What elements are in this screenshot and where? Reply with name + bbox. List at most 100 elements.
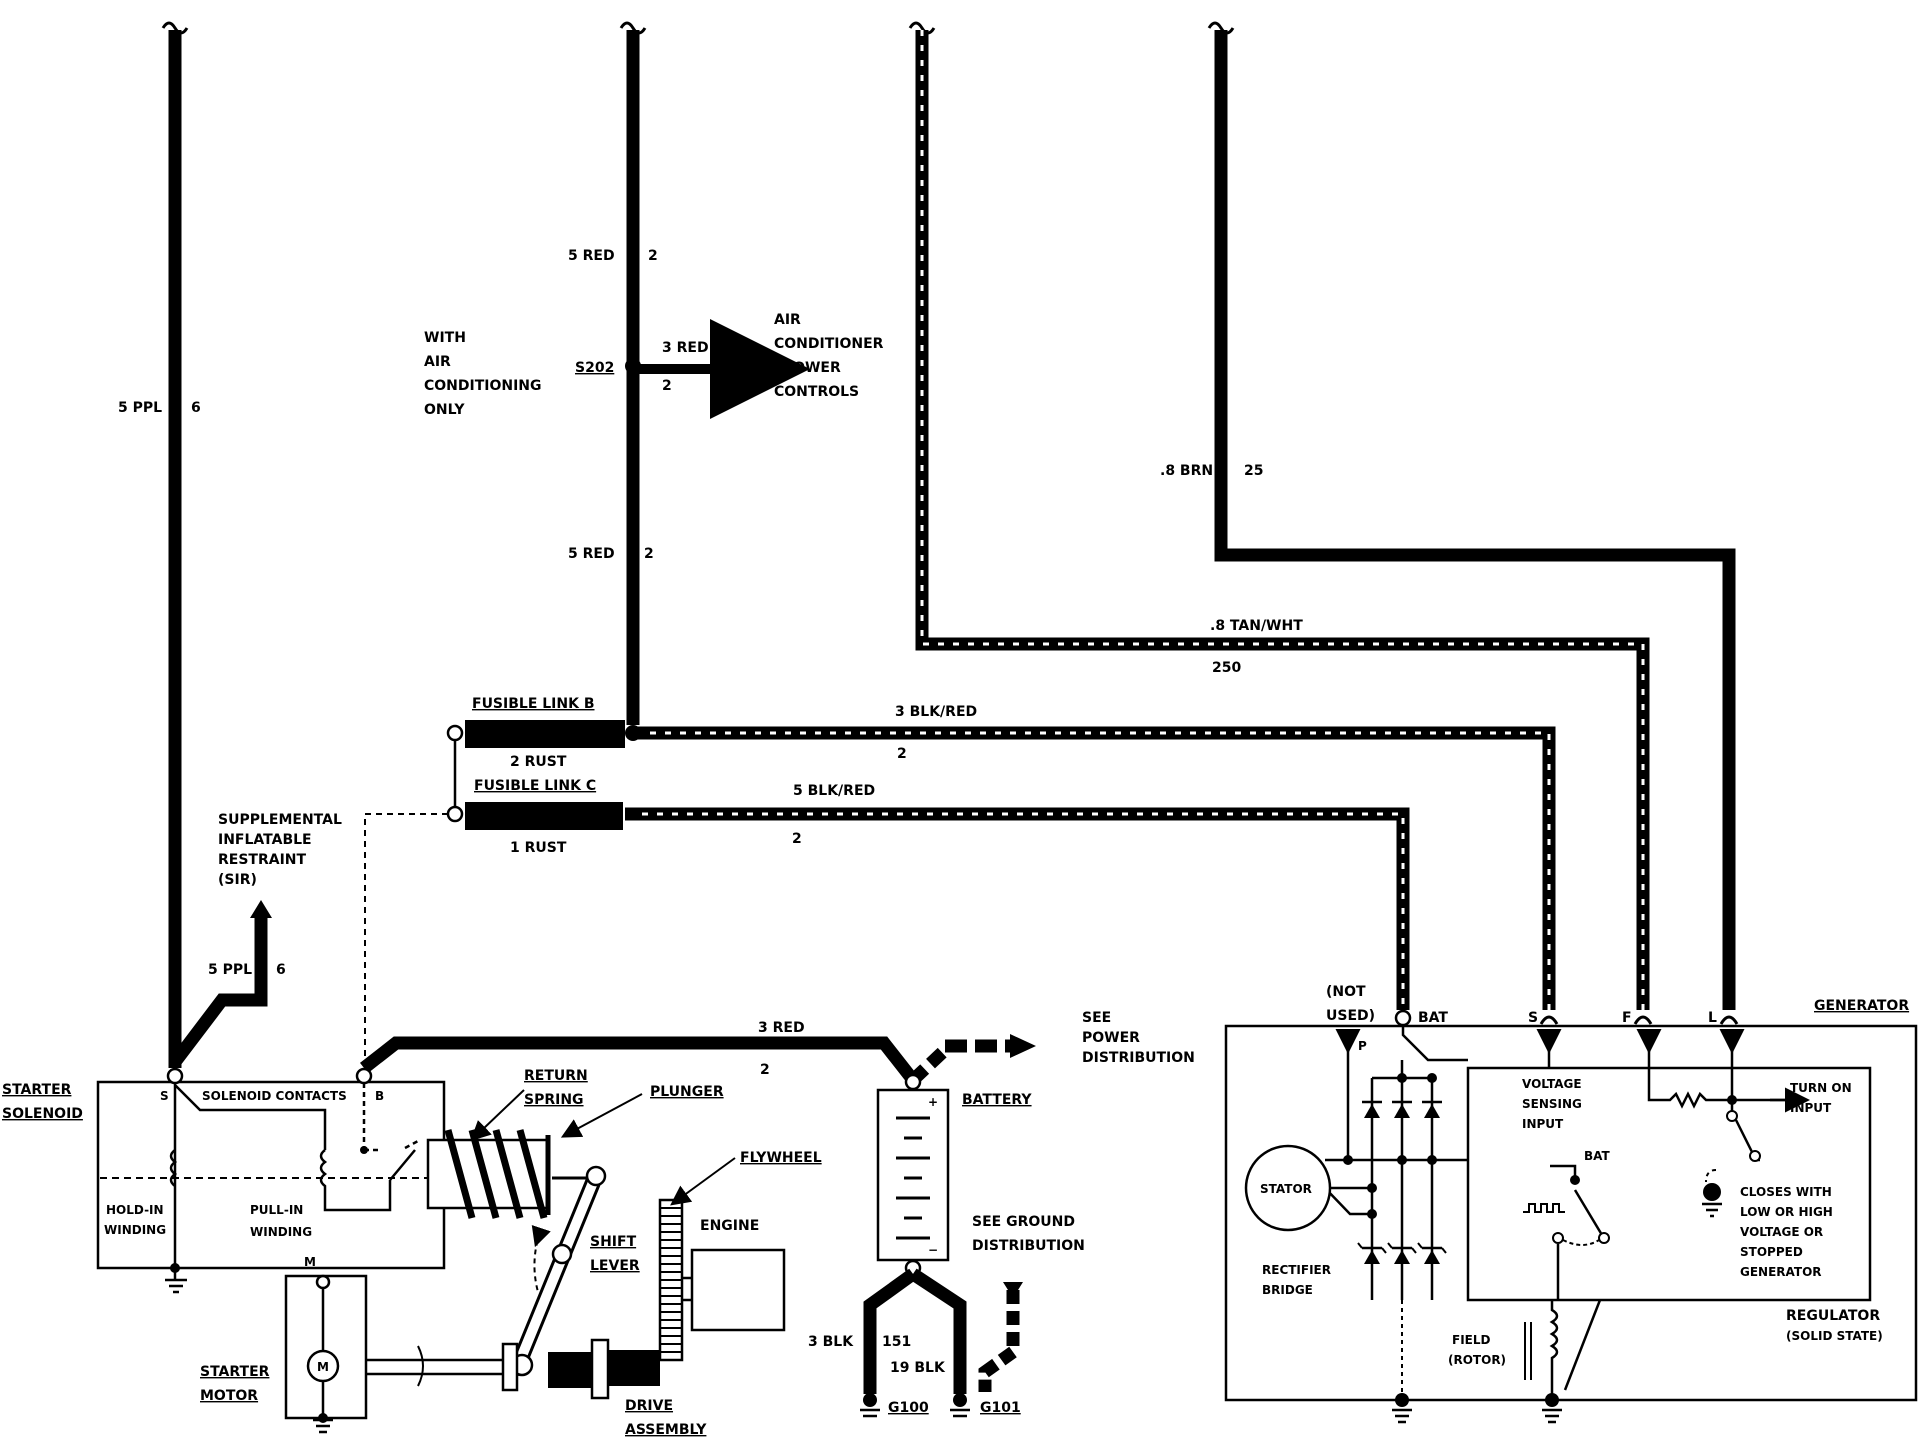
- ground-g100: G100: [888, 1400, 929, 1416]
- svg-text:DISTRIBUTION: DISTRIBUTION: [1082, 1050, 1195, 1066]
- wire-label: .8 TAN/WHT: [1210, 618, 1303, 634]
- generator: GENERATOR BAT (NOT USED) S F L REGULATOR…: [1224, 984, 1918, 1424]
- return-spring-plunger: RETURN SPRING PLUNGER: [426, 1068, 724, 1219]
- svg-text:S: S: [1528, 1010, 1538, 1026]
- svg-text:INPUT: INPUT: [1522, 1117, 1564, 1131]
- wire-label: 3 RED: [758, 1020, 805, 1036]
- svg-text:INPUT: INPUT: [1790, 1101, 1832, 1115]
- svg-text:ONLY: ONLY: [424, 402, 465, 418]
- fusible-link-b: FUSIBLE LINK B 2 RUST: [446, 696, 641, 770]
- svg-text:B: B: [375, 1089, 384, 1103]
- splice-label: S202: [575, 360, 614, 376]
- circuit-number: 2: [648, 248, 658, 264]
- svg-text:FLYWHEEL: FLYWHEEL: [740, 1150, 822, 1166]
- svg-text:ENGINE: ENGINE: [700, 1218, 759, 1234]
- svg-text:BATTERY: BATTERY: [962, 1092, 1032, 1108]
- wire-label: 3 BLK/RED: [895, 704, 977, 720]
- svg-text:STOPPED: STOPPED: [1740, 1245, 1803, 1259]
- svg-text:VOLTAGE: VOLTAGE: [1522, 1077, 1582, 1091]
- svg-text:SUPPLEMENTAL: SUPPLEMENTAL: [218, 812, 342, 828]
- svg-text:DRIVE: DRIVE: [625, 1398, 673, 1414]
- svg-text:LEVER: LEVER: [590, 1258, 640, 1274]
- wire-label: 5 PPL: [208, 962, 252, 978]
- svg-text:AIR: AIR: [424, 354, 451, 370]
- battery: + − BATTERY SEE GROUND DISTRIBUTION: [876, 1073, 1085, 1277]
- svg-text:AIR: AIR: [774, 312, 801, 328]
- svg-text:TURN ON: TURN ON: [1790, 1081, 1852, 1095]
- wire-break-symbols: [161, 21, 1235, 35]
- svg-text:PLUNGER: PLUNGER: [650, 1084, 724, 1100]
- circuit-number: 6: [276, 962, 286, 978]
- wire-label: 3 RED: [662, 340, 709, 356]
- svg-text:WITH: WITH: [424, 330, 466, 346]
- svg-text:−: −: [928, 1243, 938, 1257]
- svg-text:ASSEMBLY: ASSEMBLY: [625, 1422, 707, 1438]
- svg-text:DISTRIBUTION: DISTRIBUTION: [972, 1238, 1085, 1254]
- svg-text:PULL-IN: PULL-IN: [250, 1203, 303, 1217]
- circuit-number: 2: [760, 1062, 770, 1078]
- svg-text:M: M: [317, 1360, 329, 1374]
- svg-text:STARTER: STARTER: [200, 1364, 270, 1380]
- circuit-number: 2: [792, 831, 802, 847]
- wire-5-red: 5 RED 2 5 RED 2: [568, 30, 658, 725]
- svg-text:BAT: BAT: [1418, 1010, 1448, 1026]
- svg-text:HOLD-IN: HOLD-IN: [106, 1203, 164, 1217]
- svg-text:CONDITIONING: CONDITIONING: [424, 378, 542, 394]
- wire-5-blk-red: 5 BLK/RED 2: [625, 783, 1410, 1010]
- fusible-link-wire: 2 RUST: [510, 754, 567, 770]
- svg-text:CONTROLS: CONTROLS: [774, 384, 859, 400]
- wire-3-red-battery: 3 RED 2 SEE POWER DISTRIBUTION: [359, 1010, 1195, 1085]
- splice-s202: S202 3 RED 2: [575, 319, 810, 419]
- svg-text:GENERATOR: GENERATOR: [1814, 998, 1909, 1014]
- wire-brn: .8 BRN 25: [1160, 30, 1736, 1010]
- svg-text:SENSING: SENSING: [1522, 1097, 1582, 1111]
- svg-text:BLOWER: BLOWER: [774, 360, 841, 376]
- wire-5-ppl: 5 PPL 6: [118, 30, 201, 1068]
- wire-tan-wht: .8 TAN/WHT 250: [915, 30, 1650, 1010]
- dashed-link: [364, 813, 448, 1065]
- circuit-number: 6: [191, 400, 201, 416]
- engine: ENGINE: [682, 1218, 786, 1332]
- svg-text:POWER: POWER: [1082, 1030, 1140, 1046]
- circuit-number: 2: [662, 378, 672, 394]
- svg-text:RETURN: RETURN: [524, 1068, 588, 1084]
- svg-text:MOTOR: MOTOR: [200, 1388, 258, 1404]
- svg-text:M: M: [304, 1255, 316, 1269]
- flywheel: FLYWHEEL: [658, 1150, 822, 1362]
- wire-label: 3 BLK: [808, 1334, 854, 1350]
- ac-only-note: WITH AIR CONDITIONING ONLY: [424, 330, 542, 418]
- svg-text:RECTIFIER: RECTIFIER: [1262, 1263, 1331, 1277]
- fusible-link-wire: 1 RUST: [510, 840, 567, 856]
- battery-ground-cables: 3 BLK 151 19 BLK G100 G101: [808, 1268, 1023, 1418]
- svg-text:BAT: BAT: [1584, 1149, 1611, 1163]
- svg-text:SEE GROUND: SEE GROUND: [972, 1214, 1075, 1230]
- svg-text:P: P: [1358, 1039, 1367, 1053]
- fusible-link-c: FUSIBLE LINK C 1 RUST: [446, 778, 623, 856]
- svg-text:(ROTOR): (ROTOR): [1448, 1353, 1506, 1367]
- fusible-link-label: FUSIBLE LINK C: [474, 778, 596, 794]
- wire-label: 19 BLK: [890, 1360, 946, 1376]
- svg-text:VOLTAGE OR: VOLTAGE OR: [1740, 1225, 1823, 1239]
- circuit-number: 2: [644, 546, 654, 562]
- svg-text:L: L: [1708, 1010, 1717, 1026]
- svg-text:USED): USED): [1326, 1008, 1375, 1024]
- drive-assembly: DRIVE ASSEMBLY: [366, 1338, 707, 1438]
- svg-text:SPRING: SPRING: [524, 1092, 584, 1108]
- svg-text:SHIFT: SHIFT: [590, 1234, 637, 1250]
- svg-text:INFLATABLE: INFLATABLE: [218, 832, 312, 848]
- solenoid-contacts-label: SOLENOID CONTACTS: [202, 1089, 347, 1103]
- starter-solenoid: STARTER SOLENOID S B SOLENOID CONTACTS H…: [2, 1067, 446, 1294]
- fusible-link-label: FUSIBLE LINK B: [472, 696, 595, 712]
- wire-label: 5 RED: [568, 546, 615, 562]
- circuit-number: 2: [897, 746, 907, 762]
- circuit-number: 151: [882, 1334, 911, 1350]
- wire-label: 5 PPL: [118, 400, 162, 416]
- svg-text:SEE: SEE: [1082, 1010, 1111, 1026]
- svg-text:CLOSES WITH: CLOSES WITH: [1740, 1185, 1832, 1199]
- svg-text:CONDITIONER: CONDITIONER: [774, 336, 884, 352]
- svg-text:LOW OR HIGH: LOW OR HIGH: [1740, 1205, 1833, 1219]
- circuit-number: 250: [1212, 660, 1241, 676]
- sir-branch: 5 PPL 6 SUPPLEMENTAL INFLATABLE RESTRAIN…: [169, 812, 342, 1066]
- wire-3-blk-red: 3 BLK/RED 2: [633, 704, 1556, 1010]
- svg-text:FIELD: FIELD: [1452, 1333, 1491, 1347]
